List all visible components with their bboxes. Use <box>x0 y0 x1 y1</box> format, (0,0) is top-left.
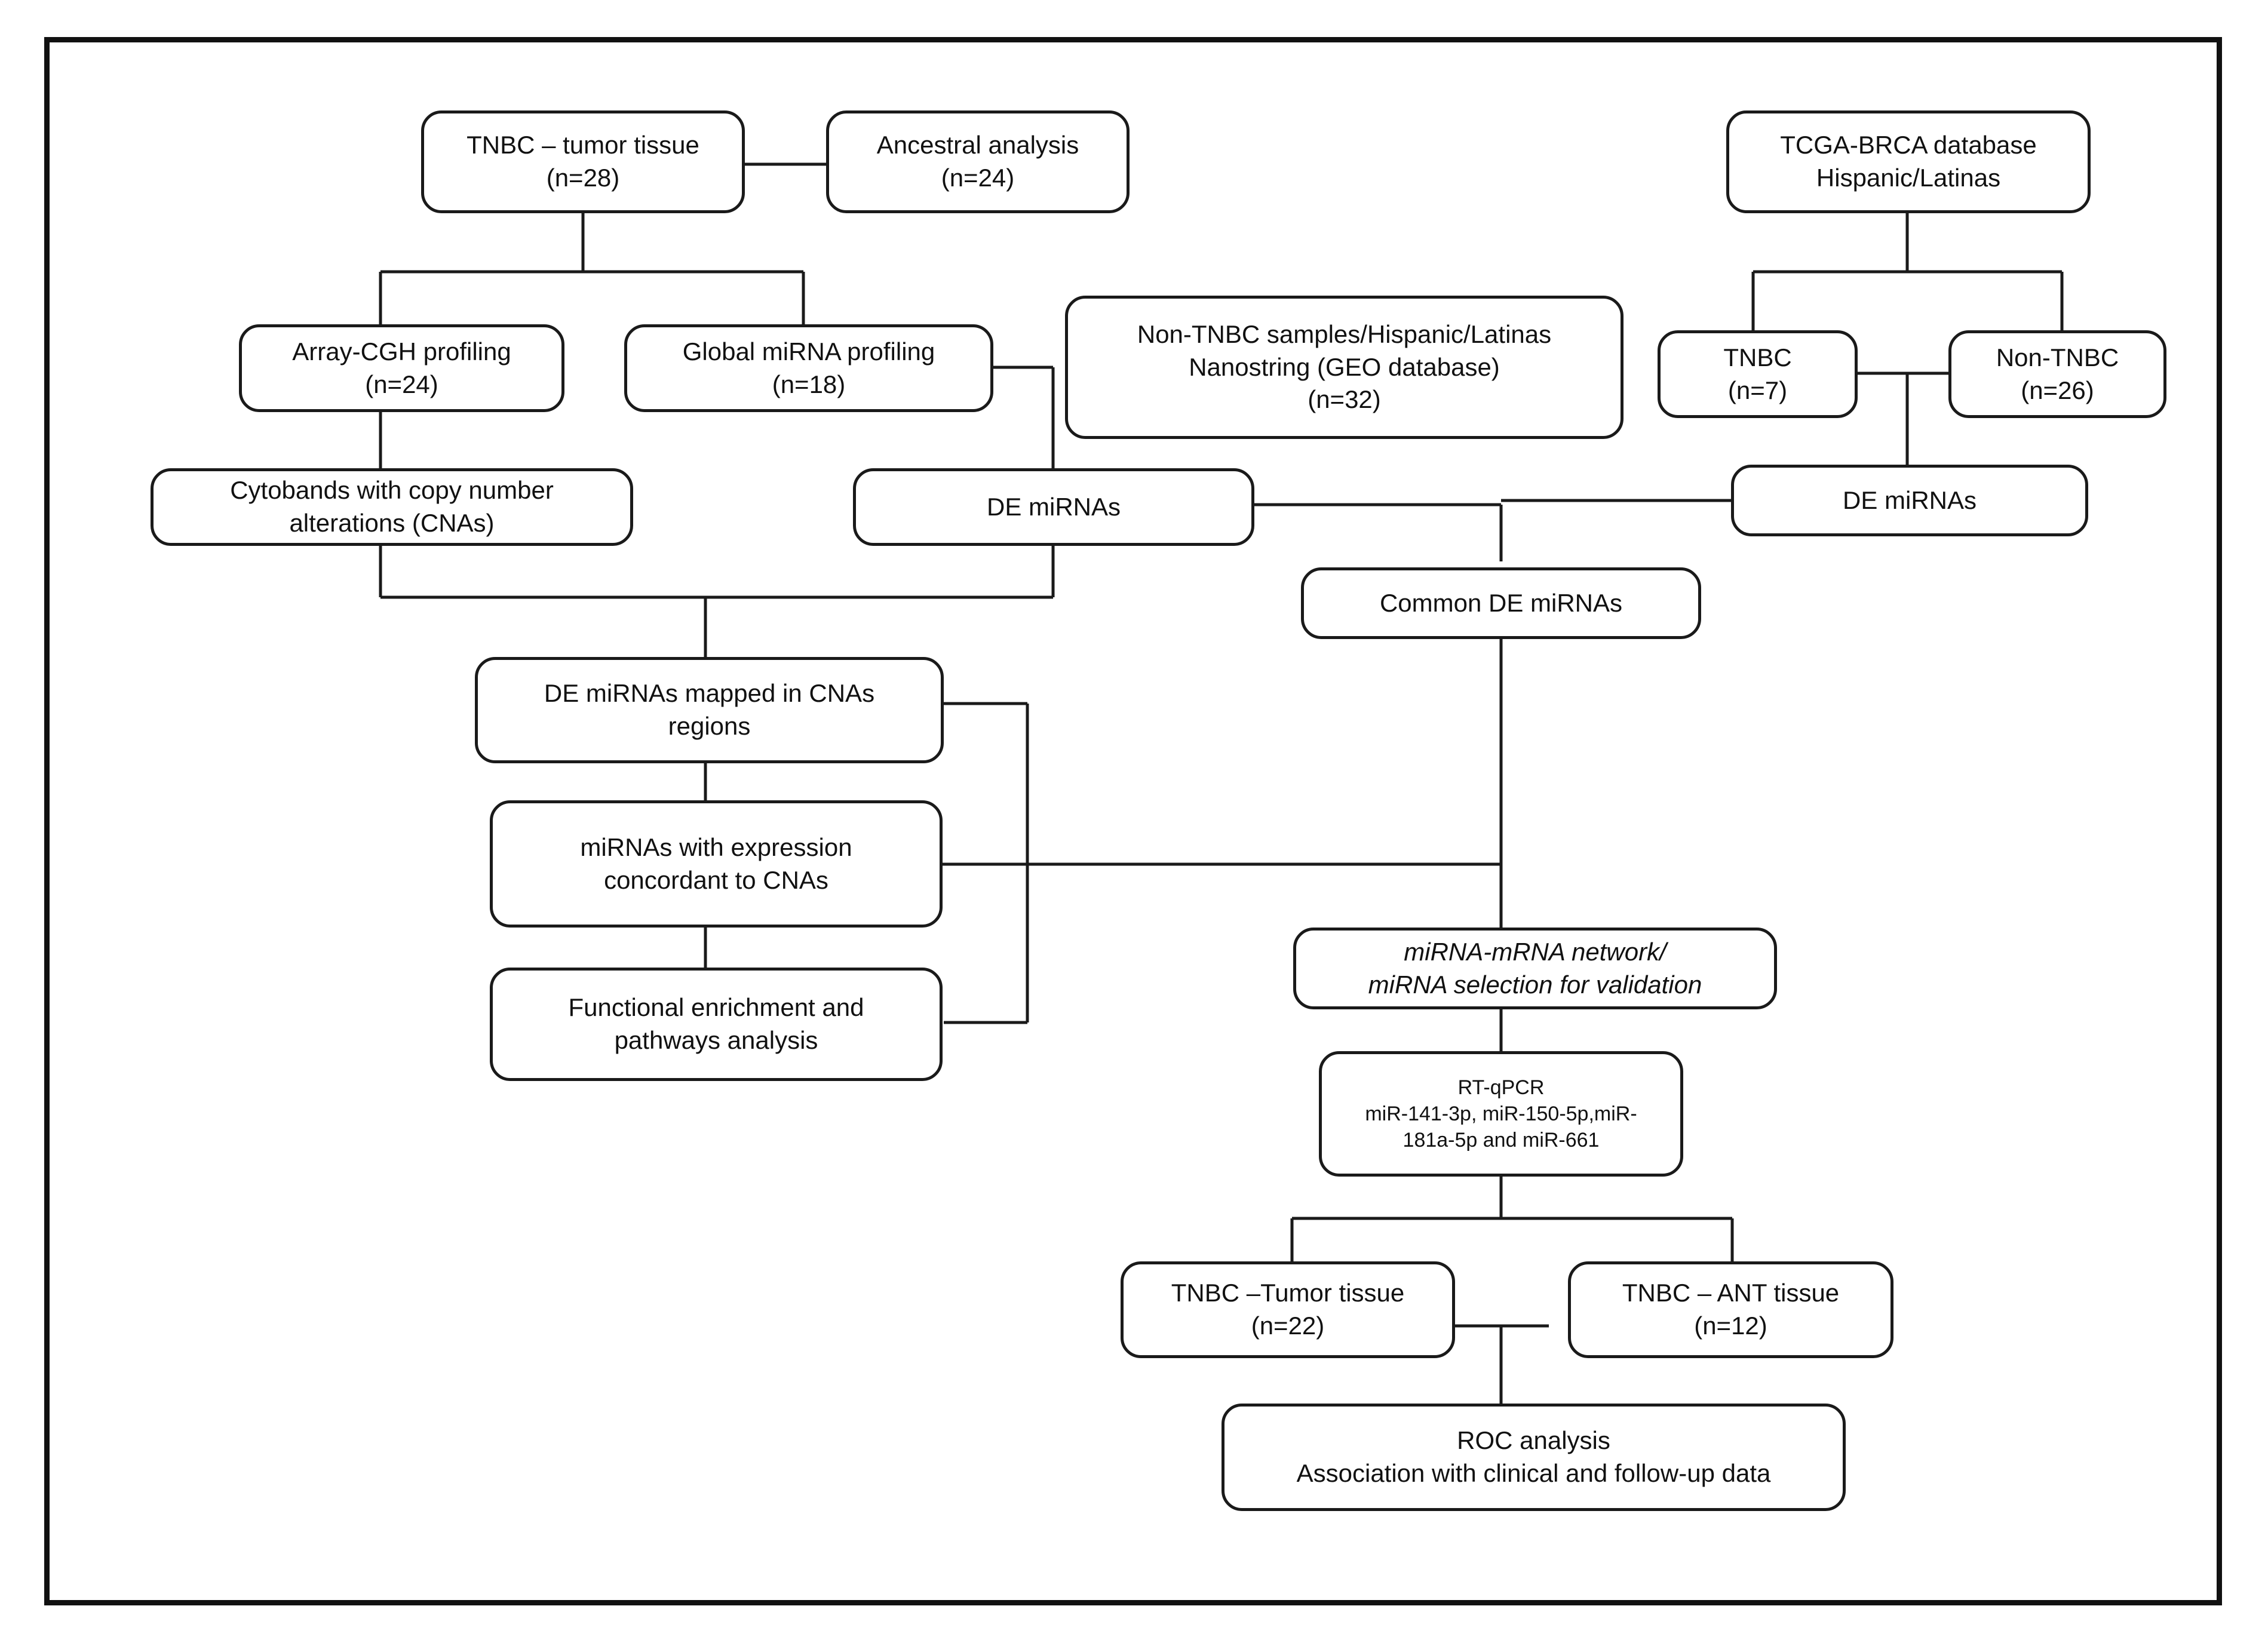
node-de-mirnas-left-label: DE miRNAs <box>986 492 1121 521</box>
node-functional-enrichment-pathways[interactable]: Functional enrichment and pathways analy… <box>490 968 943 1081</box>
node-tcga-tnbc-label: TNBC (n=7) <box>1723 343 1792 404</box>
node-non-tnbc-geo-samples-label: Non-TNBC samples/Hispanic/Latinas Nanost… <box>1137 320 1552 414</box>
node-tnbc-tumor-tissue[interactable]: TNBC – tumor tissue (n=28) <box>421 110 745 213</box>
node-common-de-mirnas-label: Common DE miRNAs <box>1379 588 1623 617</box>
node-global-mirna-profiling[interactable]: Global miRNA profiling (n=18) <box>624 324 993 412</box>
node-array-cgh-profiling[interactable]: Array-CGH profiling (n=24) <box>239 324 564 412</box>
node-mirnas-concordant-cnas[interactable]: miRNAs with expression concordant to CNA… <box>490 800 943 928</box>
node-de-mirnas-mapped-cnas[interactable]: DE miRNAs mapped in CNAs regions <box>475 657 944 763</box>
node-tnbc-tumor-tissue-validation[interactable]: TNBC –Tumor tissue (n=22) <box>1121 1261 1455 1358</box>
node-tcga-non-tnbc-label: Non-TNBC (n=26) <box>1996 343 2119 404</box>
node-ancestral-analysis[interactable]: Ancestral analysis (n=24) <box>826 110 1130 213</box>
node-tnbc-ant-tissue-validation-label: TNBC – ANT tissue (n=12) <box>1622 1279 1840 1340</box>
node-de-mirnas-left[interactable]: DE miRNAs <box>853 468 1254 546</box>
node-rt-qpcr-label: RT-qPCR miR-141-3p, miR-150-5p,miR- 181a… <box>1365 1076 1637 1152</box>
node-cytobands-cnas-label: Cytobands with copy number alterations (… <box>230 476 554 537</box>
node-tcga-brca-database[interactable]: TCGA-BRCA database Hispanic/Latinas <box>1726 110 2091 213</box>
node-tnbc-ant-tissue-validation[interactable]: TNBC – ANT tissue (n=12) <box>1568 1261 1893 1358</box>
node-tnbc-tumor-tissue-label: TNBC – tumor tissue (n=28) <box>467 131 699 192</box>
node-ancestral-analysis-label: Ancestral analysis (n=24) <box>876 131 1079 192</box>
node-mirna-mrna-network-label: miRNA-mRNA network/ miRNA selection for … <box>1368 937 1702 999</box>
node-de-mirnas-right[interactable]: DE miRNAs <box>1731 465 2088 536</box>
node-mirnas-concordant-cnas-label: miRNAs with expression concordant to CNA… <box>580 833 852 894</box>
node-global-mirna-profiling-label: Global miRNA profiling (n=18) <box>682 337 935 398</box>
node-tcga-non-tnbc[interactable]: Non-TNBC (n=26) <box>1948 330 2166 418</box>
node-tcga-brca-database-label: TCGA-BRCA database Hispanic/Latinas <box>1780 131 2037 192</box>
node-roc-analysis[interactable]: ROC analysis Association with clinical a… <box>1222 1404 1846 1511</box>
node-roc-analysis-label: ROC analysis Association with clinical a… <box>1296 1426 1771 1487</box>
node-de-mirnas-right-label: DE miRNAs <box>1842 486 1977 514</box>
node-mirna-mrna-network[interactable]: miRNA-mRNA network/ miRNA selection for … <box>1293 928 1777 1009</box>
node-functional-enrichment-pathways-label: Functional enrichment and pathways analy… <box>568 993 864 1054</box>
node-common-de-mirnas[interactable]: Common DE miRNAs <box>1301 567 1701 639</box>
node-de-mirnas-mapped-cnas-label: DE miRNAs mapped in CNAs regions <box>544 679 875 740</box>
node-tnbc-tumor-tissue-validation-label: TNBC –Tumor tissue (n=22) <box>1171 1279 1405 1340</box>
node-cytobands-cnas[interactable]: Cytobands with copy number alterations (… <box>151 468 633 546</box>
node-array-cgh-profiling-label: Array-CGH profiling (n=24) <box>292 337 511 398</box>
node-rt-qpcr[interactable]: RT-qPCR miR-141-3p, miR-150-5p,miR- 181a… <box>1319 1051 1683 1177</box>
node-non-tnbc-geo-samples[interactable]: Non-TNBC samples/Hispanic/Latinas Nanost… <box>1065 296 1623 439</box>
node-tcga-tnbc[interactable]: TNBC (n=7) <box>1658 330 1858 418</box>
